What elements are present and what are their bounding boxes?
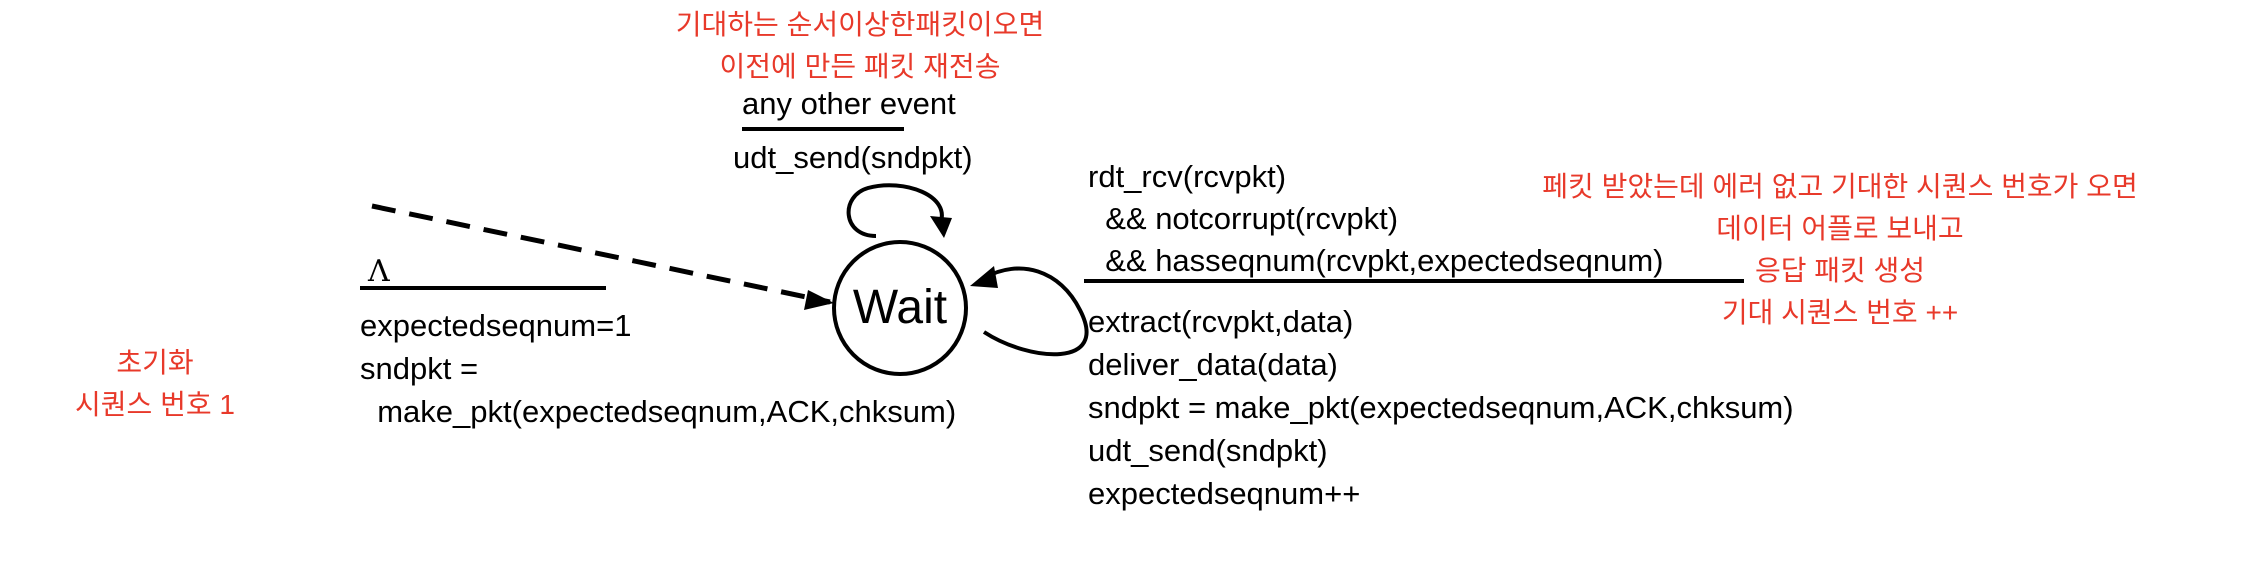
top-annotation-2: 이전에 만든 패킷 재전송: [719, 51, 1001, 82]
right-self-loop-arrowhead: [970, 266, 998, 288]
top-action-label: udt_send(sndpkt): [733, 140, 973, 175]
right-annotation-2: 데이터 어플로 보내고: [1716, 213, 1964, 244]
right-annotation-4: 기대 시퀀스 번호 ++: [1721, 297, 1959, 328]
right-transition-rule: [1084, 279, 1744, 283]
right-event-2: && notcorrupt(rcvpkt): [1088, 201, 1399, 236]
top-transition-rule: [742, 127, 904, 131]
right-self-loop: [982, 266, 1089, 357]
wait-state-circle[interactable]: [832, 240, 968, 376]
top-self-loop-arrowhead: [930, 216, 952, 238]
right-action-1: extract(rcvpkt,data): [1088, 304, 1354, 339]
init-transition-rule: [360, 286, 606, 290]
right-action-3: sndpkt = make_pkt(expectedseqnum,ACK,chk…: [1088, 390, 1794, 425]
init-action-1: expectedseqnum=1: [360, 308, 632, 343]
state-label: Wait: [852, 281, 948, 334]
init-annotation-1: 초기화: [116, 347, 194, 378]
right-annotation-3: 응답 패킷 생성: [1754, 255, 1926, 286]
right-annotation-1: 페킷 받았는데 에러 없고 기대한 시퀀스 번호가 오면: [1542, 171, 2138, 202]
initial-state-arrow: [371, 203, 831, 305]
right-event-1: rdt_rcv(rcvpkt): [1088, 159, 1287, 194]
top-self-loop: [846, 183, 944, 238]
init-event-label: Λ: [368, 254, 390, 289]
init-action-3: make_pkt(expectedseqnum,ACK,chksum): [360, 394, 957, 429]
top-annotation-1: 기대하는 순서이상한패킷이오면: [675, 9, 1045, 40]
right-action-2: deliver_data(data): [1088, 347, 1338, 382]
init-annotation-2: 시퀀스 번호 1: [75, 389, 235, 420]
right-action-4: udt_send(sndpkt): [1088, 433, 1328, 468]
initial-arrow-head: [804, 290, 834, 310]
top-event-label: any other event: [742, 86, 956, 121]
init-action-2: sndpkt =: [360, 351, 479, 386]
right-action-5: expectedseqnum++: [1088, 476, 1361, 511]
right-event-3: && hasseqnum(rcvpkt,expectedseqnum): [1088, 243, 1664, 278]
